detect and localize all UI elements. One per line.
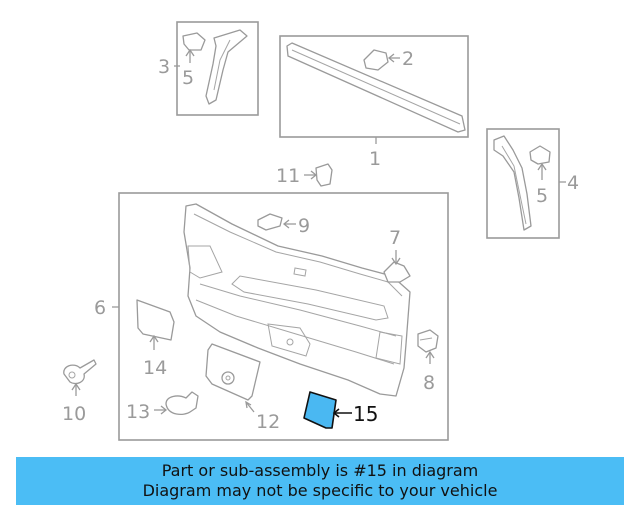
screw-10[interactable] — [63, 359, 97, 385]
group-part-8: 8 — [417, 329, 439, 394]
group-box-6: 6 9 7 14 12 — [94, 192, 449, 441]
callout-5-upper: 5 — [182, 67, 194, 89]
banner-line-2: Diagram may not be specific to your vehi… — [142, 481, 498, 500]
bulb-13[interactable] — [165, 391, 199, 416]
callout-1: 1 — [369, 148, 381, 170]
clip-8[interactable] — [417, 329, 439, 353]
callout-5-lower: 5 — [536, 185, 548, 207]
callout-9: 9 — [298, 215, 310, 237]
clip-2[interactable] — [363, 49, 389, 71]
pillar-trim-3[interactable] — [205, 29, 248, 105]
group-box-1: 2 1 — [279, 35, 469, 170]
clip-9[interactable] — [257, 213, 283, 231]
clip-7[interactable] — [383, 261, 411, 283]
callout-11: 11 — [276, 165, 300, 187]
cover-14[interactable] — [136, 299, 175, 341]
group-box-3: 3 5 — [158, 21, 259, 116]
callout-10: 10 — [62, 403, 86, 425]
callout-2: 2 — [402, 48, 414, 70]
callout-13: 13 — [126, 401, 150, 423]
callout-14: 14 — [143, 357, 167, 379]
parts-diagram: 3 5 2 1 4 5 11 6 — [62, 21, 579, 441]
callout-6: 6 — [94, 297, 106, 319]
info-banner: Part or sub-assembly is #15 in diagram D… — [16, 457, 624, 505]
banner-line-1: Part or sub-assembly is #15 in diagram — [161, 461, 479, 480]
callout-8: 8 — [423, 372, 435, 394]
callout-3: 3 — [158, 56, 170, 78]
clip-5-lower[interactable] — [529, 145, 551, 165]
group-part-11: 11 — [276, 163, 333, 187]
door-trim-board[interactable] — [183, 203, 411, 397]
callout-4: 4 — [567, 172, 579, 194]
callout-15: 15 — [353, 402, 378, 426]
group-part-10: 10 — [62, 359, 97, 425]
callout-12: 12 — [256, 411, 280, 433]
clip-5-upper[interactable] — [182, 32, 206, 51]
pillar-trim-4[interactable] — [493, 135, 532, 231]
part-15-highlighted[interactable] — [303, 391, 337, 429]
group-box-4: 4 5 — [486, 128, 579, 239]
callout-7: 7 — [389, 227, 401, 249]
panel-12[interactable] — [205, 343, 261, 401]
clip-11[interactable] — [315, 163, 333, 187]
